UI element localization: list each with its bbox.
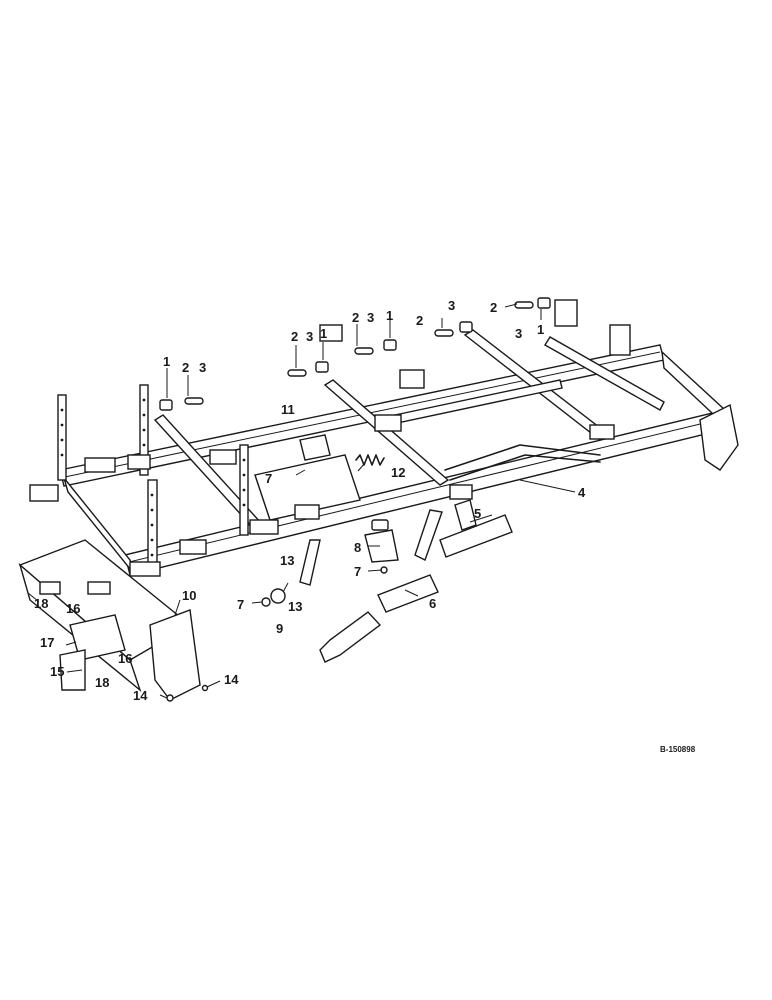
drawing-code: B-150898: [660, 745, 696, 754]
callout-label: 6: [429, 596, 436, 611]
callout-label: 12: [391, 465, 405, 480]
callout-label: 3: [367, 310, 374, 325]
callout-label: 2: [182, 360, 189, 375]
callout-label: 14: [133, 688, 148, 703]
callout-label: 7: [354, 564, 361, 579]
callout-label: 1: [386, 308, 393, 323]
callout-label: 18: [34, 596, 48, 611]
callout-label: 13: [288, 599, 302, 614]
callout-label: 7: [265, 471, 272, 486]
callout-label: 2: [490, 300, 497, 315]
callout-labels: 1 2 3 2 3 1 2 3 1 2 3 2 3 1 11 7 12 4 5 …: [34, 298, 586, 703]
callout-label: 10: [182, 588, 196, 603]
callout-label: 16: [118, 651, 132, 666]
callout-label: 17: [40, 635, 54, 650]
shank-assembly: [261, 499, 513, 663]
callout-label: 1: [537, 322, 544, 337]
callout-label: 5: [474, 506, 481, 521]
callout-label: 11: [281, 402, 295, 417]
callout-label: 3: [448, 298, 455, 313]
toolbar-holes: [60, 398, 246, 557]
callout-label: 14: [224, 672, 239, 687]
callout-label: 2: [352, 310, 359, 325]
callout-label: 8: [354, 540, 361, 555]
callout-label: 1: [163, 354, 170, 369]
callout-label: 9: [276, 621, 283, 636]
callout-label: 1: [320, 326, 327, 341]
hitch-assembly: [18, 539, 209, 702]
callout-label: 15: [50, 664, 64, 679]
callout-label: 18: [95, 675, 109, 690]
callout-label: 7: [237, 597, 244, 612]
callout-label: 13: [280, 553, 294, 568]
callout-label: 3: [515, 326, 522, 341]
callout-label: 3: [306, 329, 313, 344]
callout-label: 3: [199, 360, 206, 375]
main-frame: [29, 299, 739, 586]
callout-label: 2: [416, 313, 423, 328]
callout-label: 4: [578, 485, 586, 500]
callout-label: 16: [66, 601, 80, 616]
pins-and-bushings: [159, 297, 551, 411]
leader-lines: [27, 303, 576, 699]
callout-label: 2: [291, 329, 298, 344]
